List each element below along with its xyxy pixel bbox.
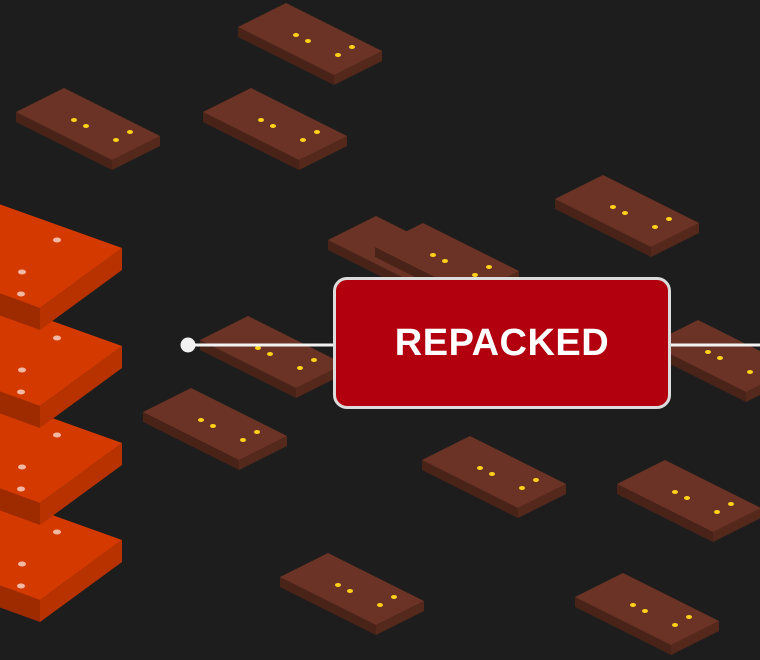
chip-tile — [617, 460, 760, 542]
tile-pin — [705, 350, 711, 354]
chip-tile — [238, 3, 382, 85]
stack-pin — [53, 530, 61, 535]
tile-pin — [728, 502, 734, 506]
chip-tile — [16, 88, 160, 170]
tile-pin — [477, 466, 483, 470]
tile-pin — [335, 53, 341, 57]
tile-pin — [349, 45, 355, 49]
pin-dot-icon — [181, 338, 196, 353]
stack-pin — [53, 336, 61, 341]
repacked-label-text: REPACKED — [395, 322, 609, 365]
tile-pin — [240, 438, 246, 442]
stack-pin — [17, 292, 25, 297]
tile-pin — [533, 478, 539, 482]
tile-pin — [391, 595, 397, 599]
tile-pin — [210, 424, 216, 428]
stack-pin — [53, 238, 61, 243]
tile-pin — [672, 623, 678, 627]
tile-pin — [684, 496, 690, 500]
stack-pin — [17, 487, 25, 492]
tile-pin — [622, 211, 628, 215]
tile-pin — [71, 118, 77, 122]
chip-tile — [280, 553, 424, 635]
chip-tile — [200, 316, 344, 398]
tile-pin — [305, 39, 311, 43]
tile-pin — [642, 609, 648, 613]
tile-pin — [442, 259, 448, 263]
tile-pin — [255, 346, 261, 350]
tile-pin — [377, 603, 383, 607]
tile-pin — [430, 253, 436, 257]
chip-tile — [143, 388, 287, 470]
stack-pin — [17, 390, 25, 395]
tile-pin — [714, 510, 720, 514]
tile-pin — [489, 472, 495, 476]
chip-tile — [575, 573, 719, 655]
tile-pin — [519, 486, 525, 490]
stack-pin — [18, 270, 26, 275]
stack-pin — [18, 465, 26, 470]
tile-pin — [717, 356, 723, 360]
tile-pin — [610, 205, 616, 209]
tile-pin — [198, 418, 204, 422]
tile-pin — [672, 490, 678, 494]
tile-pin — [311, 358, 317, 362]
tile-pin — [293, 33, 299, 37]
chip-tile — [203, 88, 347, 170]
tile-pin — [127, 130, 133, 134]
tile-pin — [83, 124, 89, 128]
red-layer-stack — [0, 190, 122, 622]
tile-pin — [335, 583, 341, 587]
stack-pin — [17, 584, 25, 589]
stack-pin — [18, 368, 26, 373]
repacked-label: REPACKED — [333, 277, 671, 409]
tile-pin — [254, 430, 260, 434]
stack-pin — [18, 562, 26, 567]
tile-pin — [314, 130, 320, 134]
tile-pin — [258, 118, 264, 122]
tile-pin — [267, 352, 273, 356]
chip-tile — [422, 436, 566, 518]
tile-pin — [666, 217, 672, 221]
tile-pin — [652, 225, 658, 229]
stack-pin — [53, 433, 61, 438]
tile-pin — [113, 138, 119, 142]
chip-tile — [555, 175, 699, 257]
tile-pin — [300, 138, 306, 142]
tile-pin — [347, 589, 353, 593]
tile-pin — [297, 366, 303, 370]
tile-pin — [486, 265, 492, 269]
stack-layer — [0, 190, 122, 330]
tile-pin — [630, 603, 636, 607]
tile-pin — [270, 124, 276, 128]
tile-pin — [686, 615, 692, 619]
tile-pin — [747, 370, 753, 374]
